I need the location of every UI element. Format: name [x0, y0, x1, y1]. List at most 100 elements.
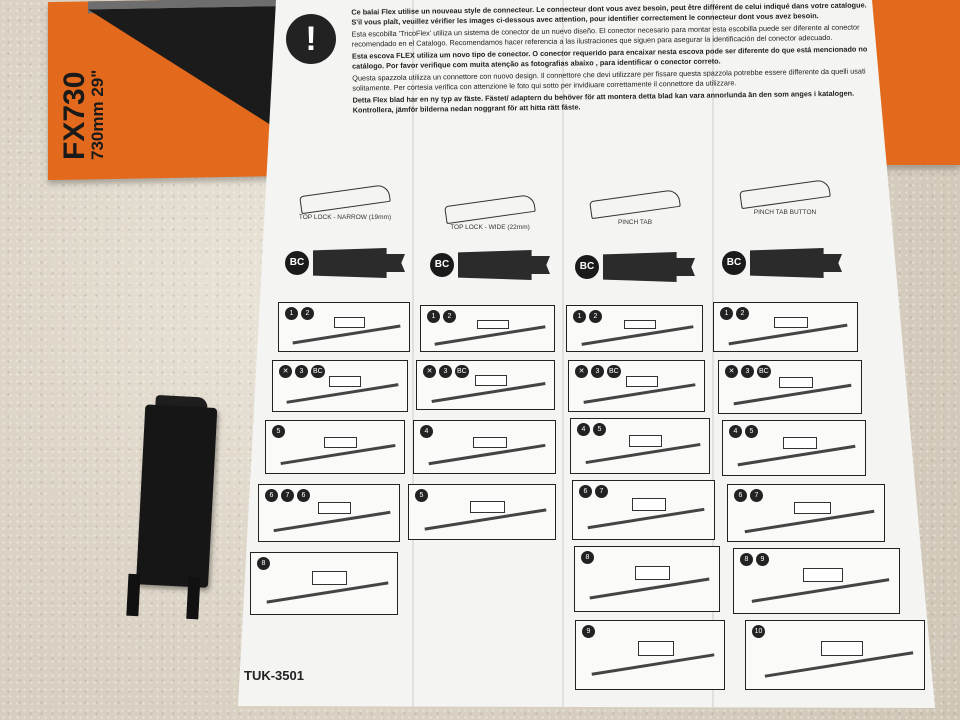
bc-adapter: BC [575, 252, 695, 282]
step-number: ✕ [725, 365, 738, 378]
adapter-icon [793, 501, 831, 515]
adapter-icon [317, 501, 352, 515]
step-number: 5 [272, 425, 285, 438]
step-number: 7 [281, 489, 294, 502]
step-number: ✕ [575, 365, 588, 378]
box-size: 730mm 29" [88, 69, 107, 160]
box-model: FX730 [58, 71, 91, 160]
adapter-icon [625, 376, 659, 387]
step-number: 1 [573, 310, 586, 323]
adapter-icon [323, 436, 358, 449]
step-number: 9 [582, 625, 595, 638]
step-number: 6 [579, 485, 592, 498]
step-number: 3 [591, 365, 604, 378]
warning-icon: ! [286, 14, 336, 64]
connector-label: TOP LOCK - NARROW (19mm) [298, 214, 392, 221]
step-number: BC [455, 365, 469, 378]
step-number: 7 [595, 485, 608, 498]
step-number: 4 [420, 425, 433, 438]
bc-adapter: BC [722, 248, 842, 278]
step-number: 2 [736, 307, 749, 320]
adapter-icon [778, 376, 813, 389]
connector-label: PINCH TAB BUTTON [753, 209, 817, 216]
step-number: 3 [295, 365, 308, 378]
step-panel: 10 [745, 620, 925, 690]
adapter-icon [473, 436, 508, 449]
step-number: ✕ [423, 365, 436, 378]
step-number: 8 [257, 557, 270, 570]
adapter-icon [470, 501, 506, 514]
adapter-icon [333, 317, 365, 328]
bc-badge: BC [430, 253, 454, 277]
connector-type: TOP LOCK - WIDE (22mm) [430, 193, 550, 231]
adapter-icon [820, 641, 864, 657]
connector-type: TOP LOCK - NARROW (19mm) [285, 183, 405, 221]
step-panel: 4 [413, 420, 556, 474]
step-number: 3 [439, 365, 452, 378]
step-number: 1 [427, 310, 440, 323]
step-number: 4 [577, 423, 590, 436]
step-number: 1 [720, 307, 733, 320]
adapter-icon [313, 248, 405, 278]
step-number: BC [757, 365, 771, 378]
step-number: 6 [265, 489, 278, 502]
step-number: 8 [581, 551, 594, 564]
step-number: 10 [752, 625, 765, 638]
step-number: 5 [415, 489, 428, 502]
step-number: 2 [443, 310, 456, 323]
adapter-icon [638, 641, 674, 657]
step-panel: 8 [250, 552, 398, 615]
bc-badge: BC [722, 251, 746, 275]
connector-type: PINCH TAB [575, 188, 695, 226]
step-number: 6 [297, 489, 310, 502]
step-number: 4 [729, 425, 742, 438]
step-number: 5 [745, 425, 758, 438]
step-panel: 5 [265, 420, 405, 474]
adapter-icon [803, 568, 843, 583]
connector-label: PINCH TAB [617, 219, 653, 226]
bc-badge: BC [575, 255, 599, 279]
connector-label: TOP LOCK - WIDE (22mm) [450, 224, 530, 231]
intro-paragraph: Detta Flex blad har en ny typ av fäste. … [352, 88, 855, 115]
step-number: 5 [593, 423, 606, 436]
step-number: 7 [750, 489, 763, 502]
step-panel: 8 [574, 546, 720, 612]
adapter-icon [750, 248, 842, 278]
step-panel: 9 [575, 620, 725, 690]
adapter-icon [628, 435, 663, 448]
bc-badge: BC [285, 251, 309, 275]
adapter-icon [635, 566, 671, 581]
adapter-clip-photo [122, 394, 226, 624]
step-number: 8 [740, 553, 753, 566]
adapter-icon [623, 319, 657, 330]
adapter-icon [476, 319, 509, 330]
step-number: BC [311, 365, 325, 378]
bc-adapter: BC [285, 248, 405, 278]
step-number: 9 [756, 553, 769, 566]
adapter-icon [329, 376, 362, 387]
step-number: BC [607, 365, 621, 378]
step-number: 3 [741, 365, 754, 378]
wiper-blade-icon [589, 577, 710, 600]
step-number: 2 [589, 310, 602, 323]
connector-type: PINCH TAB BUTTON [725, 178, 845, 216]
adapter-icon [774, 317, 809, 328]
intro-text: Ce balai Flex utilise un nouveau style d… [351, 0, 872, 117]
step-number: 6 [734, 489, 747, 502]
step-panel: 5 [408, 484, 556, 540]
bc-adapter: BC [430, 250, 550, 280]
step-number: 2 [301, 307, 314, 320]
adapter-icon [632, 498, 667, 512]
step-number: 1 [285, 307, 298, 320]
